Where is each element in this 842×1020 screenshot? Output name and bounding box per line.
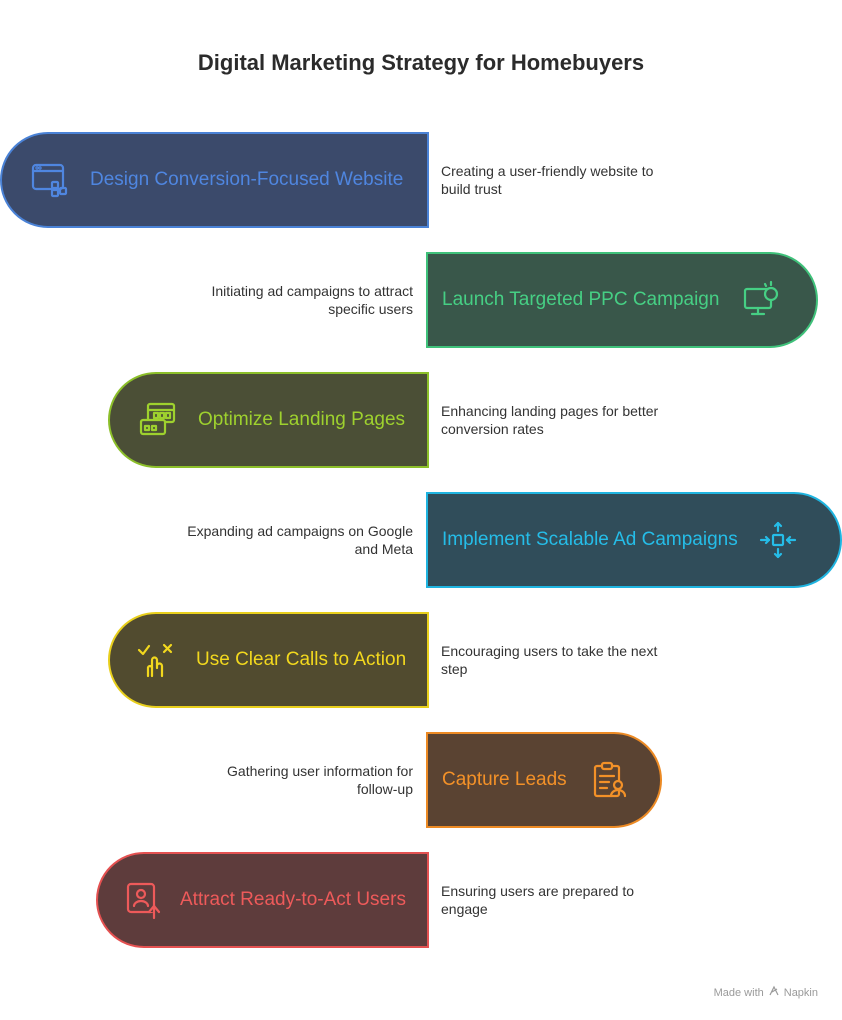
step-description: Creating a user-friendly website to buil… bbox=[441, 163, 654, 197]
step-optimize-landing: Optimize Landing Pages bbox=[108, 372, 429, 468]
step-description: Enhancing landing pages for better conve… bbox=[441, 403, 659, 437]
step-capture-leads: Capture Leads bbox=[426, 732, 662, 828]
made-with-napkin: Made with Napkin bbox=[714, 985, 818, 1000]
step-description: Encouraging users to take the next step bbox=[441, 643, 658, 677]
step-description: Initiating ad campaigns to attract speci… bbox=[211, 283, 413, 317]
step-label: Capture Leads bbox=[442, 769, 567, 790]
step-description: Gathering user information for follow-up bbox=[227, 763, 413, 797]
step-attract-users: Attract Ready-to-Act Users bbox=[96, 852, 429, 948]
step-design-website: Design Conversion-Focused Website bbox=[0, 132, 429, 228]
landing-page-icon bbox=[138, 400, 178, 440]
website-layout-icon bbox=[30, 160, 70, 200]
step-clear-cta: Use Clear Calls to Action bbox=[108, 612, 429, 708]
user-upload-icon bbox=[124, 880, 164, 920]
step-label: Design Conversion-Focused Website bbox=[90, 169, 404, 190]
clipboard-user-icon bbox=[589, 760, 629, 800]
hand-pointer-icon bbox=[136, 640, 176, 680]
napkin-logo-icon bbox=[768, 985, 780, 1000]
step-label: Optimize Landing Pages bbox=[198, 409, 406, 430]
page-title: Digital Marketing Strategy for Homebuyer… bbox=[197, 50, 645, 75]
step-label: Attract Ready-to-Act Users bbox=[180, 889, 406, 910]
step-description: Expanding ad campaigns on Google and Met… bbox=[187, 523, 413, 557]
step-label: Use Clear Calls to Action bbox=[196, 649, 407, 670]
scale-arrows-icon bbox=[758, 520, 798, 560]
step-label: Launch Targeted PPC Campaign bbox=[442, 289, 720, 310]
step-label: Implement Scalable Ad Campaigns bbox=[442, 529, 738, 550]
brand-text: Napkin bbox=[783, 986, 818, 999]
step-scalable-ads: Implement Scalable Ad Campaigns bbox=[426, 492, 842, 588]
monitor-click-icon bbox=[741, 280, 781, 320]
step-launch-ppc: Launch Targeted PPC Campaign bbox=[426, 252, 818, 348]
made-with-text: Made with bbox=[713, 986, 764, 999]
step-description: Ensuring users are prepared to engage bbox=[441, 883, 634, 917]
